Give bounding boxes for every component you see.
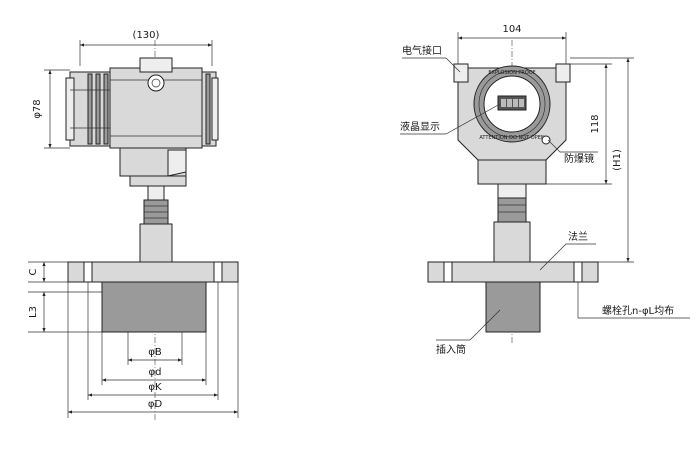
- dim-phi-d-small: φd: [102, 367, 206, 382]
- side-view: (130) φ78 C L3: [28, 30, 239, 420]
- insert-tube-front: [485, 281, 541, 333]
- callout-cable-entry: 电气接口: [402, 44, 461, 73]
- flange-side: [67, 261, 239, 283]
- dim-phi78-text: φ78: [32, 99, 43, 118]
- dim-phi-b-text: φB: [148, 347, 162, 358]
- dim-130: (130): [79, 30, 213, 66]
- dim-118-text: 118: [590, 114, 601, 133]
- dim-130-text: (130): [133, 30, 160, 41]
- callout-lcd: 液晶显示: [400, 103, 501, 135]
- dim-l3: L3: [28, 291, 102, 333]
- ring-text-bottom: ATTENTION DO NOT OPEN: [479, 135, 545, 141]
- housing-left-cap: [65, 71, 111, 147]
- callout-flange: 法兰: [539, 230, 596, 271]
- label-cable-entry: 电气接口: [402, 44, 442, 57]
- callout-bolt-holes: 螺栓孔n-φL均布: [577, 282, 690, 319]
- dim-phi78: φ78: [32, 69, 70, 149]
- dim-phi-d-small-text: φd: [149, 367, 162, 378]
- dim-c: C: [28, 261, 68, 283]
- dim-h1-text: (H1): [612, 149, 623, 171]
- label-lens: 防爆镜: [564, 152, 594, 165]
- callout-insert-tube: 插入筒: [436, 309, 501, 356]
- dim-phi-k-text: φK: [148, 382, 162, 393]
- label-lcd: 液晶显示: [400, 120, 440, 133]
- dim-phi-d-large: φD: [68, 399, 238, 414]
- probe-stem: [139, 185, 173, 263]
- dim-118: 118: [546, 63, 612, 185]
- label-flange: 法兰: [568, 230, 588, 243]
- housing-main-body: [109, 57, 203, 149]
- housing-neck: [119, 147, 187, 187]
- dim-104-text: 104: [502, 24, 521, 35]
- housing-right-cap: [201, 71, 219, 147]
- front-view: EXPLOSION PROOF ATTENTION DO NOT OPEN: [400, 24, 690, 356]
- insert-tube-side: [101, 281, 207, 333]
- dim-c-text: C: [28, 268, 39, 275]
- front-lower-housing: [477, 159, 547, 263]
- dim-h1: (H1): [570, 57, 634, 263]
- label-bolt-holes: 螺栓孔n-φL均布: [602, 304, 674, 317]
- dim-l3-text: L3: [28, 306, 39, 318]
- label-insert-tube: 插入筒: [436, 343, 466, 356]
- flange-front: [427, 261, 599, 283]
- dim-phi-d-large-text: φD: [148, 399, 163, 410]
- ring-text-top: EXPLOSION PROOF: [488, 70, 535, 76]
- dim-104: 104: [457, 24, 567, 64]
- dim-phi-k: φK: [88, 382, 218, 397]
- front-housing: EXPLOSION PROOF ATTENTION DO NOT OPEN: [453, 63, 571, 161]
- dim-phi-b: φB: [127, 347, 182, 362]
- callout-lens: 防爆镜: [547, 139, 598, 165]
